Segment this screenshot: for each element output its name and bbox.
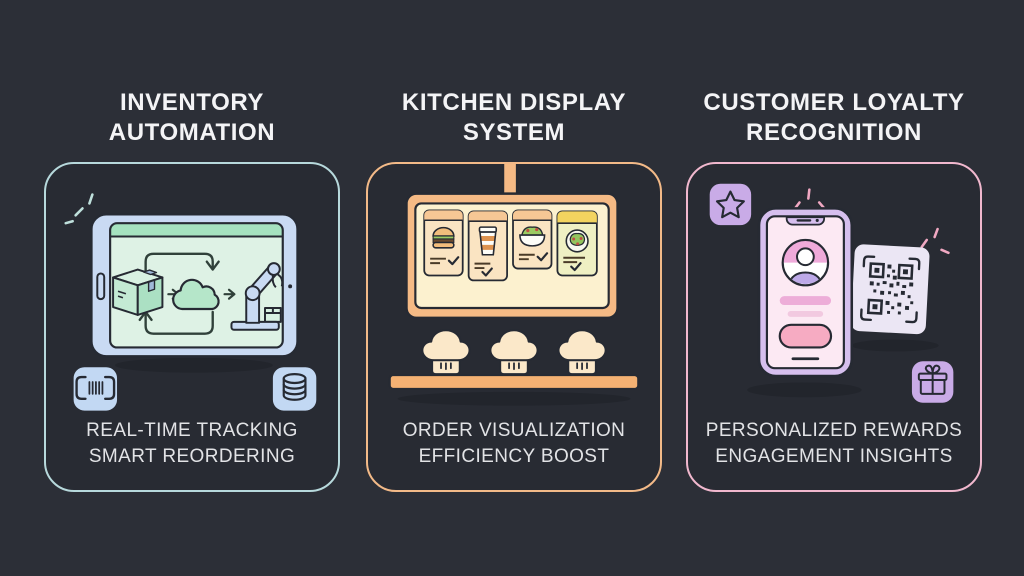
section-caption-inventory: REAL-TIME TRACKING SMART REORDERING bbox=[86, 420, 298, 467]
shelf-shadow bbox=[397, 391, 631, 406]
salad-plate-icon bbox=[565, 229, 589, 253]
tablet-camera-dot bbox=[288, 284, 293, 289]
qr-card-shadow bbox=[851, 339, 939, 352]
section-kitchen-display: KITCHEN DISPLAY SYSTEM bbox=[366, 88, 662, 492]
mount-pole bbox=[502, 164, 519, 198]
order-card-burger bbox=[423, 209, 464, 277]
phone-speaker bbox=[796, 219, 812, 222]
sparkle-icon bbox=[64, 193, 94, 225]
salad-bowl-icon bbox=[519, 226, 546, 247]
robot-arm-icon bbox=[230, 262, 284, 331]
checkmark-icon bbox=[536, 252, 549, 262]
section-title-loyalty: CUSTOMER LOYALTY RECOGNITION bbox=[703, 89, 965, 146]
panel-kitchen: ORDER VISUALIZATION EFFICIENCY BOOST bbox=[366, 162, 662, 492]
inventory-illustration bbox=[64, 193, 317, 411]
section-customer-loyalty: CUSTOMER LOYALTY RECOGNITION bbox=[686, 88, 982, 492]
section-title-kitchen: KITCHEN DISPLAY SYSTEM bbox=[401, 89, 627, 146]
order-card-plate bbox=[556, 210, 598, 277]
shelf-icon bbox=[388, 374, 640, 390]
burger-icon bbox=[432, 226, 455, 249]
reward-button bbox=[778, 323, 833, 349]
text-line-pill bbox=[779, 296, 832, 306]
user-avatar-icon bbox=[781, 238, 830, 287]
checkmark-icon bbox=[570, 262, 582, 272]
checkmark-icon bbox=[447, 256, 460, 266]
coffee-cup-icon bbox=[478, 226, 498, 256]
tablet-side-button bbox=[96, 272, 106, 301]
chef-hat-icon bbox=[421, 329, 471, 376]
chef-hat-icon bbox=[489, 329, 539, 376]
star-badge-icon bbox=[709, 183, 752, 226]
kitchen-illustration bbox=[388, 164, 640, 406]
panel-loyalty: PERSONALIZED REWARDS ENGAGEMENT INSIGHTS bbox=[686, 162, 982, 492]
section-caption-loyalty: PERSONALIZED REWARDS ENGAGEMENT INSIGHTS bbox=[705, 420, 963, 467]
home-indicator bbox=[791, 357, 820, 361]
gift-badge-icon bbox=[911, 361, 954, 403]
qr-code-icon bbox=[850, 244, 930, 335]
smartphone-icon bbox=[757, 207, 854, 378]
phone-camera-dot bbox=[815, 218, 819, 223]
checkmark-icon bbox=[481, 267, 493, 277]
sync-arrows-icon bbox=[138, 252, 220, 335]
database-icon bbox=[272, 367, 317, 411]
chef-hat-icon bbox=[557, 329, 607, 376]
sparkle-icon bbox=[920, 227, 950, 255]
section-title-inventory: INVENTORY AUTOMATION bbox=[108, 89, 276, 146]
section-caption-kitchen: ORDER VISUALIZATION EFFICIENCY BOOST bbox=[402, 420, 626, 467]
order-card-bowl bbox=[512, 209, 553, 270]
phone-shadow bbox=[747, 382, 862, 398]
section-inventory-automation: INVENTORY AUTOMATION bbox=[44, 88, 340, 492]
cloud-icon bbox=[172, 278, 220, 311]
loyalty-illustration bbox=[709, 183, 954, 403]
panel-inventory: REAL-TIME TRACKING SMART REORDERING bbox=[44, 162, 340, 492]
package-box-icon bbox=[112, 268, 164, 316]
order-card-drink bbox=[467, 210, 508, 282]
tablet-shadow bbox=[115, 357, 273, 373]
text-line-pill bbox=[787, 310, 824, 317]
barcode-icon bbox=[73, 367, 118, 411]
